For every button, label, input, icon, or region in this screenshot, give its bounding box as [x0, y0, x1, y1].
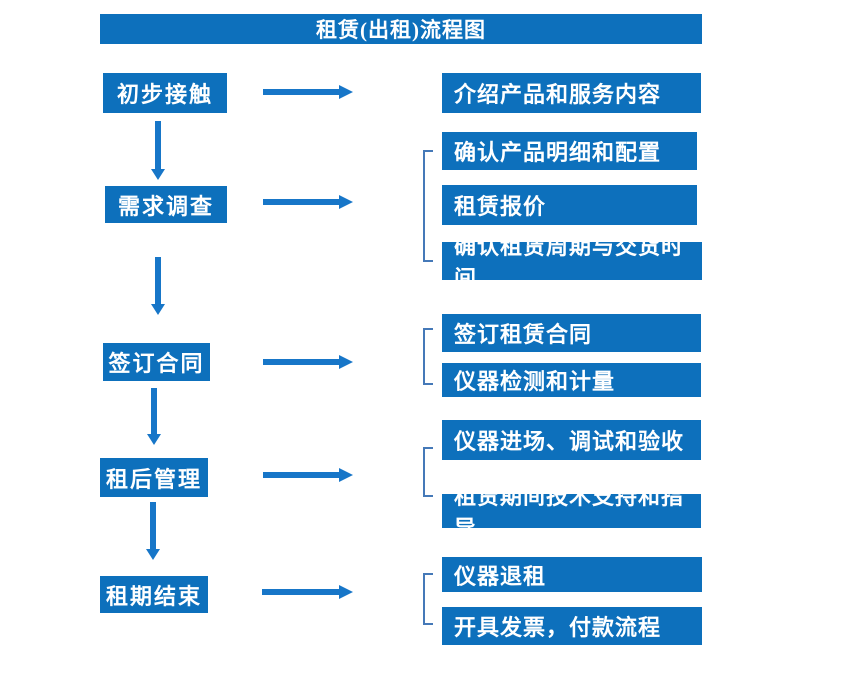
- group-bracket: [423, 328, 433, 385]
- down-arrow-icon: [145, 502, 160, 560]
- step-rental-end: 租期结束: [100, 576, 208, 613]
- arrow-head: [339, 585, 353, 599]
- right-arrow-icon: [262, 585, 353, 599]
- step-needs-survey: 需求调查: [105, 186, 227, 223]
- down-arrow-icon: [150, 257, 165, 315]
- arrow-shaft: [263, 359, 339, 365]
- flowchart-title: 租赁(出租)流程图: [316, 18, 486, 42]
- flowchart-title-bar: 租赁(出租)流程图: [100, 14, 702, 44]
- group-bracket: [423, 150, 433, 262]
- right-arrow-icon: [263, 355, 353, 369]
- detail-rental-quote: 租赁报价: [442, 185, 697, 225]
- arrow-shaft: [263, 89, 339, 95]
- arrow-shaft: [262, 589, 339, 595]
- detail-sign-rental-contract: 签订租赁合同: [442, 314, 701, 352]
- step-label: 需求调查: [117, 193, 214, 219]
- arrow-shaft: [150, 388, 157, 434]
- arrow-shaft: [263, 199, 339, 205]
- detail-label: 签订租赁合同: [454, 322, 593, 347]
- arrow-head: [150, 169, 165, 180]
- arrow-head: [146, 434, 161, 445]
- detail-confirm-rental-period: 确认租赁周期与交货时间: [442, 234, 702, 291]
- step-initial-contact: 初步接触: [103, 73, 227, 113]
- down-arrow-icon: [150, 121, 165, 180]
- detail-instrument-inspection: 仪器检测和计量: [442, 363, 701, 397]
- group-bracket: [423, 573, 433, 625]
- step-label: 初步接触: [116, 82, 213, 107]
- detail-invoice-payment: 开具发票，付款流程: [442, 607, 702, 645]
- step-sign-contract: 签订合同: [103, 343, 210, 381]
- arrow-head: [339, 355, 353, 369]
- detail-label: 开具发票，付款流程: [454, 615, 662, 640]
- arrow-head: [339, 195, 353, 209]
- detail-introduce-products: 介绍产品和服务内容: [442, 73, 701, 113]
- detail-label: 租赁期间技术支持和指导: [454, 484, 685, 541]
- arrow-shaft: [154, 121, 161, 169]
- detail-instrument-return: 仪器退租: [442, 557, 702, 592]
- step-label: 租期结束: [105, 583, 202, 609]
- detail-rental-tech-support: 租赁期间技术支持和指导: [442, 484, 701, 541]
- detail-label: 确认租赁周期与交货时间: [454, 234, 685, 291]
- arrow-head: [339, 468, 353, 482]
- detail-confirm-product-config: 确认产品明细和配置: [442, 132, 697, 170]
- detail-label: 确认产品明细和配置: [454, 140, 662, 165]
- arrow-head: [145, 549, 160, 560]
- arrow-head: [339, 85, 353, 99]
- detail-label: 仪器进场、调试和验收: [454, 429, 685, 454]
- arrow-shaft: [149, 502, 156, 549]
- right-arrow-icon: [263, 468, 353, 482]
- detail-label: 租赁报价: [454, 194, 547, 219]
- right-arrow-icon: [263, 85, 353, 99]
- step-post-rental-management: 租后管理: [100, 458, 208, 497]
- step-label: 签订合同: [108, 351, 205, 376]
- arrow-shaft: [263, 472, 339, 478]
- arrow-shaft: [154, 257, 161, 304]
- arrow-head: [150, 304, 165, 315]
- detail-instrument-setup-acceptance: 仪器进场、调试和验收: [442, 420, 701, 460]
- detail-label: 仪器检测和计量: [454, 369, 616, 394]
- down-arrow-icon: [146, 388, 161, 445]
- detail-label: 介绍产品和服务内容: [454, 82, 662, 107]
- group-bracket: [423, 447, 433, 497]
- right-arrow-icon: [263, 195, 353, 209]
- step-label: 租后管理: [105, 466, 202, 492]
- detail-label: 仪器退租: [454, 563, 547, 589]
